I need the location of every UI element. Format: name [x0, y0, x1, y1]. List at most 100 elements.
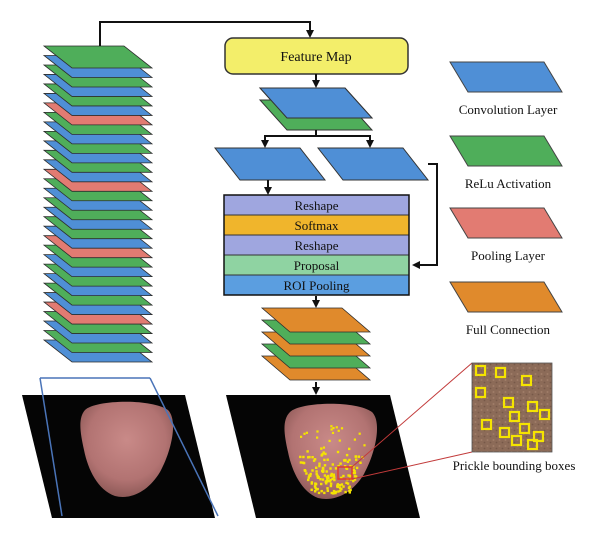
- prickle-bounding-box: [510, 434, 523, 447]
- input-tongue-image: [22, 377, 219, 518]
- prickle-marker: [342, 485, 345, 488]
- prickle-bounding-box: [474, 364, 487, 377]
- prickle-marker: [348, 491, 351, 494]
- prickle-marker: [303, 432, 306, 435]
- prickle-marker: [339, 462, 342, 465]
- prickle-marker: [305, 431, 308, 434]
- prickle-marker: [322, 469, 325, 472]
- prickle-marker: [345, 481, 348, 484]
- prickle-marker: [319, 478, 322, 481]
- prickle-annotation-label: Prickle bounding boxes: [453, 458, 576, 473]
- zoom-region-marker: [337, 466, 353, 480]
- prickle-marker: [307, 478, 310, 482]
- output-tongue-image: [226, 362, 473, 518]
- prickle-marker: [307, 476, 310, 479]
- legend-label: Full Connection: [466, 322, 551, 337]
- prickle-marker: [314, 483, 318, 486]
- prickle-marker: [342, 474, 345, 478]
- feature-map-label: Feature Map: [280, 50, 351, 65]
- prickle-marker: [326, 458, 329, 461]
- prickle-marker: [314, 490, 317, 493]
- prickle-marker: [310, 481, 314, 484]
- prickle-marker: [336, 450, 340, 454]
- prickle-marker: [311, 469, 314, 472]
- rpn-block-label: Proposal: [294, 258, 340, 273]
- prickle-marker: [335, 426, 338, 429]
- prickle-marker: [333, 476, 336, 479]
- prickle-marker: [307, 456, 310, 459]
- prickle-marker: [348, 485, 351, 488]
- prickle-marker: [315, 470, 318, 473]
- prickle-marker: [333, 478, 336, 482]
- prickle-marker: [322, 451, 325, 454]
- detected-prickle-markers: [299, 425, 366, 495]
- prickle-marker: [329, 467, 332, 470]
- backbone-to-feature-connector: [99, 21, 314, 46]
- rpn-cls-conv-layer: [213, 147, 327, 181]
- legend-label: ReLu Activation: [465, 176, 552, 191]
- prickle-marker: [308, 455, 311, 459]
- prickle-marker: [330, 491, 333, 495]
- prickle-marker: [345, 466, 348, 470]
- prickle-marker: [355, 458, 358, 461]
- prickle-marker: [316, 436, 319, 439]
- prickle-marker: [347, 474, 350, 477]
- prickle-marker: [313, 485, 317, 488]
- prickle-marker: [338, 439, 341, 442]
- backbone-layer-relu: [42, 45, 154, 69]
- prickle-marker: [330, 428, 333, 431]
- prickle-marker: [353, 438, 356, 441]
- prickle-marker: [352, 468, 355, 471]
- prickle-marker: [346, 482, 350, 485]
- legend-swatch-conv: [449, 61, 563, 93]
- prickle-marker: [340, 427, 344, 430]
- prickle-marker: [324, 480, 327, 484]
- rpn-block-label: ROI Pooling: [283, 278, 350, 293]
- prickle-marker: [299, 455, 302, 459]
- prickle-bounding-box: [532, 430, 545, 443]
- prickle-marker: [348, 474, 351, 478]
- prickle-marker: [323, 464, 327, 467]
- prickle-marker: [328, 479, 331, 483]
- prickle-marker: [359, 461, 362, 464]
- prickle-marker: [357, 455, 360, 458]
- prickle-marker: [325, 470, 328, 473]
- prickle-marker: [302, 455, 305, 459]
- prickle-marker: [332, 427, 335, 430]
- prickle-marker: [330, 472, 333, 476]
- prickle-marker: [317, 476, 320, 479]
- prickle-marker: [321, 467, 325, 470]
- prickle-marker: [352, 471, 355, 475]
- prickle-bounding-box: [526, 400, 539, 413]
- prickle-marker: [322, 446, 326, 449]
- prickle-marker: [332, 475, 336, 478]
- prickle-marker: [320, 482, 323, 486]
- prickle-marker: [306, 450, 309, 453]
- prickle-marker: [340, 483, 344, 486]
- prickle-marker: [337, 464, 340, 468]
- prickle-marker: [334, 491, 337, 495]
- rpn-block-label: Reshape: [294, 238, 338, 253]
- prickle-marker: [338, 484, 342, 487]
- prickle-marker: [308, 474, 312, 477]
- prickle-marker: [323, 474, 327, 477]
- prickle-marker: [328, 439, 331, 442]
- prickle-marker: [337, 429, 340, 432]
- prickle-marker: [321, 453, 324, 456]
- prickle-marker: [354, 475, 358, 478]
- prickle-marker: [336, 484, 339, 487]
- prickle-bounding-box: [520, 374, 533, 387]
- prickle-marker: [302, 461, 305, 464]
- prickle-marker: [338, 486, 342, 490]
- prickle-marker: [353, 478, 357, 481]
- prickle-marker: [312, 459, 316, 462]
- shared-conv-layer-top: [258, 87, 374, 119]
- split-connector: [261, 130, 374, 148]
- arrow-reg-to-proposal: [412, 163, 438, 269]
- prickle-marker: [310, 488, 313, 491]
- rpn-block-label: Reshape: [294, 198, 338, 213]
- prickle-marker: [352, 465, 355, 468]
- prickle-marker: [332, 492, 335, 495]
- prickle-marker: [305, 472, 308, 475]
